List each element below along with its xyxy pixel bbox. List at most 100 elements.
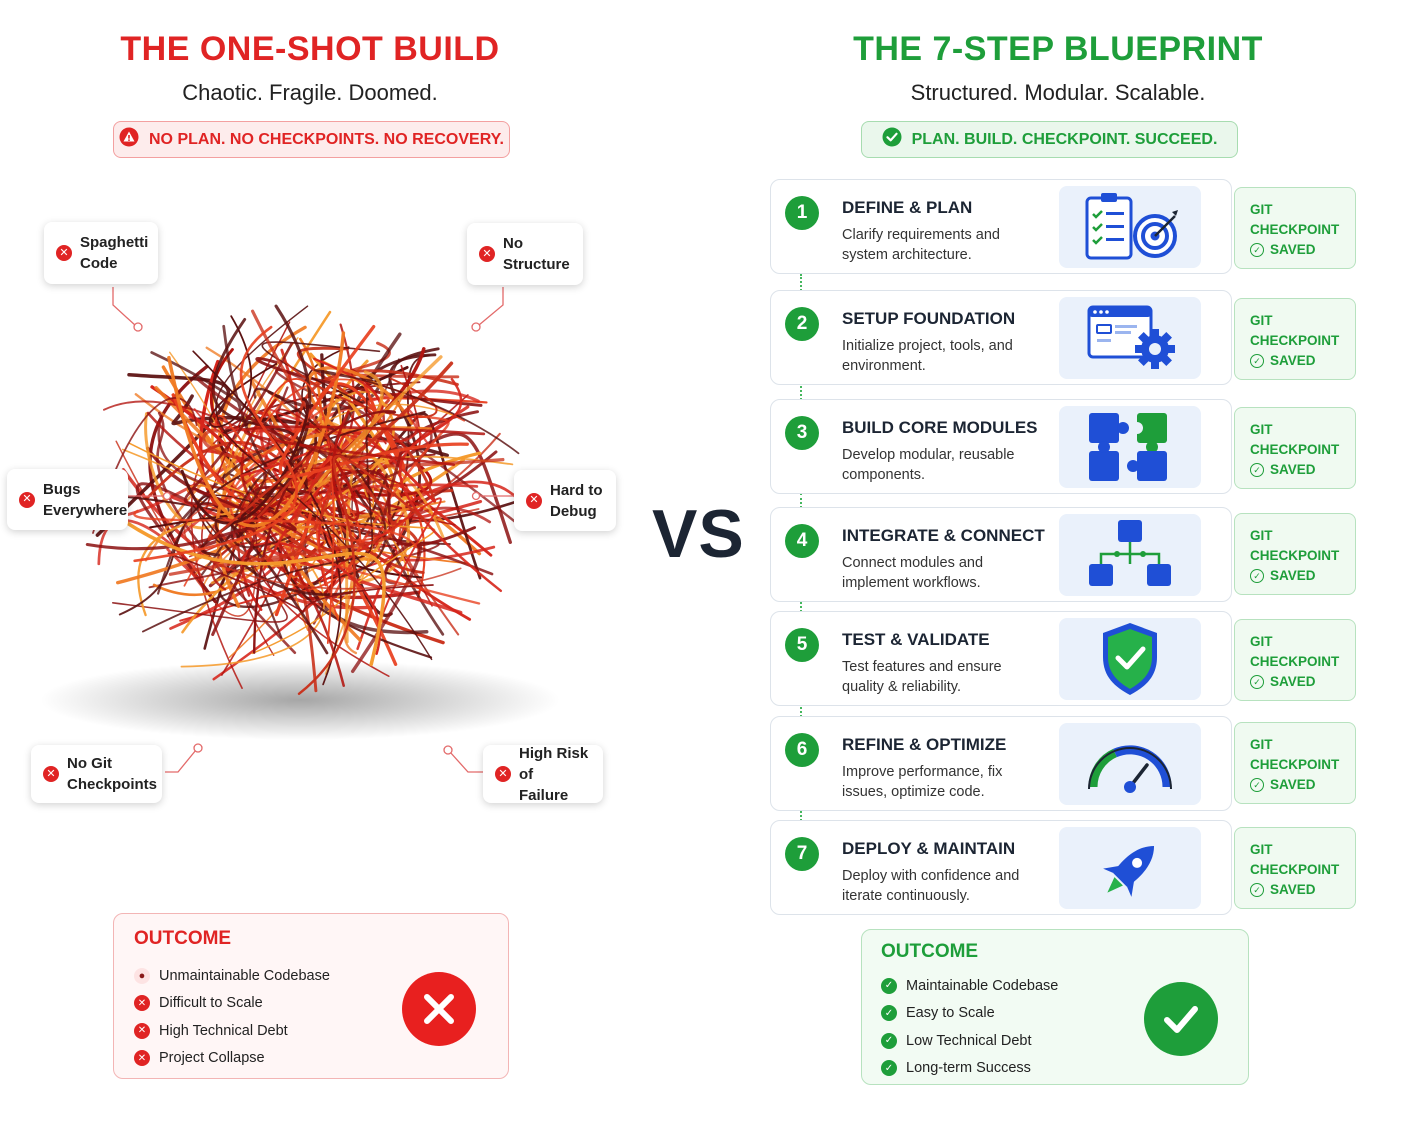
step-title: DEFINE & PLAN	[842, 198, 973, 217]
checkpoint-line: SAVED	[1270, 353, 1316, 368]
callout-line: Debug	[550, 502, 597, 520]
tangled-wires-illustration	[40, 287, 560, 773]
error-icon: ✕	[134, 1050, 150, 1067]
wire-strand	[297, 455, 426, 696]
wire-strand	[243, 425, 486, 467]
step-card-7: 7 DEPLOY & MAINTAIN Deploy with confiden…	[770, 820, 1232, 915]
step-card-3: 3 BUILD CORE MODULES Develop modular, re…	[770, 399, 1232, 494]
checkpoint-line: GIT	[1250, 634, 1273, 649]
list-item-text: Project Collapse	[159, 1050, 265, 1067]
big-x-icon	[402, 972, 476, 1046]
wire-strand	[399, 377, 503, 593]
wire-strand	[148, 364, 217, 604]
list-item: ✕High Technical Debt	[134, 1017, 330, 1045]
list-item-text: High Technical Debt	[159, 1022, 288, 1039]
left-banner-text: NO PLAN. NO CHECKPOINTS. NO RECOVERY.	[149, 130, 504, 148]
callout-line: Checkpoints	[67, 776, 158, 793]
wire-strand	[317, 497, 442, 617]
callout-line: Hard to	[550, 481, 603, 499]
checkpoint-line: GIT	[1250, 202, 1273, 217]
step-description: Develop modular, reusable components.	[842, 447, 1015, 483]
checkpoint-line: GIT	[1250, 422, 1273, 437]
checkpoint-line: SAVED	[1270, 242, 1316, 257]
checkpoint-line: CHECKPOINT	[1250, 548, 1340, 563]
callout-line: Failure	[519, 786, 569, 804]
checkpoint-line: GIT	[1250, 842, 1273, 857]
wire-strand	[313, 369, 520, 455]
checkpoint-line: SAVED	[1270, 777, 1316, 792]
check-icon: ✓	[1250, 463, 1264, 477]
wire-strand	[171, 393, 313, 617]
wire-strand	[315, 355, 443, 488]
callout-line: Code	[80, 255, 118, 272]
check-icon: ✓	[1250, 354, 1264, 368]
checkpoint-line: GIT	[1250, 528, 1273, 543]
checkpoint-line: SAVED	[1270, 568, 1316, 583]
left-banner: NO PLAN. NO CHECKPOINTS. NO RECOVERY.	[113, 121, 510, 158]
clipboard-target-icon	[1059, 186, 1201, 268]
wire-strand	[133, 325, 299, 563]
check-icon: ✓	[1250, 675, 1264, 689]
checkpoint-line: CHECKPOINT	[1250, 442, 1340, 457]
vs-label: VS	[652, 496, 745, 572]
checkpoint-line: CHECKPOINT	[1250, 222, 1340, 237]
step-title: SETUP FOUNDATION	[842, 309, 1016, 328]
right-outcome-title: OUTCOME	[881, 941, 979, 962]
callout-line: Everywhere	[43, 501, 128, 519]
step-description: Test features and ensure quality & relia…	[842, 659, 1002, 695]
git-checkpoint-badge-4: GIT CHECKPOINT ✓SAVED	[1234, 513, 1356, 595]
bug-icon: ●	[134, 967, 150, 984]
callout-line: No Git	[67, 755, 112, 772]
step-connector	[800, 383, 802, 400]
error-icon: ✕	[526, 492, 542, 509]
network-icon	[1059, 514, 1201, 596]
callout-line: No	[503, 235, 523, 252]
left-outcome-list: ●Unmaintainable Codebase ✕Difficult to S…	[134, 962, 330, 1072]
step-number: 5	[785, 628, 819, 662]
step-title: DEPLOY & MAINTAIN	[842, 839, 1016, 858]
window-gear-icon	[1059, 297, 1201, 379]
right-banner: PLAN. BUILD. CHECKPOINT. SUCCEED.	[861, 121, 1238, 158]
list-item: ✕ Project Collapse	[134, 1045, 330, 1073]
step-card-4: 4 INTEGRATE & CONNECT Connect modules an…	[770, 507, 1232, 602]
wire-strand	[209, 315, 278, 428]
step-description: Connect modules and implement workflows.	[842, 555, 984, 591]
step-description: Deploy with confidence and iterate conti…	[842, 868, 1020, 904]
step-card-2: 2 SETUP FOUNDATION Initialize project, t…	[770, 290, 1232, 385]
checkpoint-line: CHECKPOINT	[1250, 862, 1340, 877]
right-outcome-list: ✓Maintainable Codebase ✓ Easy to Scale ✓ L…	[881, 972, 1058, 1082]
checkpoint-line: CHECKPOINT	[1250, 757, 1340, 772]
step-number: 4	[785, 524, 819, 558]
callout-line: High Risk of	[519, 744, 589, 783]
checkpoint-line: GIT	[1250, 737, 1273, 752]
right-subtitle: Structured. Modular. Scalable.	[910, 80, 1206, 105]
list-item-text: Maintainable Codebase	[906, 977, 1059, 994]
git-checkpoint-badge-6: GIT CHECKPOINT ✓SAVED	[1234, 722, 1356, 804]
step-title: BUILD CORE MODULES	[842, 418, 1038, 437]
checkpoint-line: SAVED	[1270, 462, 1316, 477]
left-title: THE ONE-SHOT BUILD	[120, 30, 500, 68]
step-number: 6	[785, 733, 819, 767]
step-connector	[800, 702, 802, 717]
wire-strand	[85, 527, 257, 637]
callout-line: Bugs	[43, 480, 81, 498]
list-item: ✓Maintainable Codebase	[881, 972, 1058, 1000]
step-connector	[800, 274, 802, 291]
list-item: ●Unmaintainable Codebase	[134, 962, 330, 990]
wire-strand	[200, 471, 291, 576]
step-number: 1	[785, 196, 819, 230]
wire-strand	[183, 494, 462, 590]
list-item-text: Easy to Scale	[906, 1005, 995, 1022]
wire-strand	[135, 482, 188, 532]
wire-strand	[207, 455, 312, 541]
wire-strand	[309, 352, 482, 488]
list-item: ✓ Long-term Success	[881, 1055, 1058, 1083]
checkpoint-line: CHECKPOINT	[1250, 654, 1340, 669]
list-item-text: Long-term Success	[906, 1060, 1031, 1077]
wire-strand	[146, 411, 338, 553]
step-connector	[800, 597, 802, 612]
check-icon: ✓	[881, 1060, 897, 1077]
